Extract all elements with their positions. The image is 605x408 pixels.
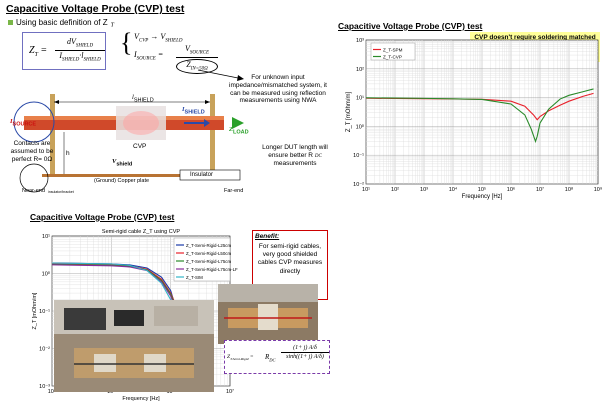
- z-load-label: ZLOAD: [229, 126, 249, 136]
- zt-equation-box: ZT = dVSHIELD ISHIELD·lSHIELD: [22, 32, 106, 70]
- x-tick-label: 10⁹: [594, 186, 602, 193]
- y-tick-label: 10⁻¹: [39, 309, 50, 315]
- h-label: h: [66, 150, 70, 157]
- bracket-label: insulator/bracket: [48, 190, 74, 194]
- bullet-zt: T: [110, 22, 114, 29]
- insulator-block: [179, 169, 241, 181]
- x-axis-label: Frequency [Hz]: [462, 194, 503, 200]
- photo-right: [218, 284, 318, 344]
- photo-left: [54, 300, 214, 392]
- y-tick-label: 10⁰: [356, 123, 365, 130]
- legend-entry: Z_T-Semi-Rigid-L25cm: [186, 243, 231, 248]
- x-tick-label: 10⁸: [565, 186, 573, 193]
- legend-box: [370, 42, 416, 61]
- x-tick-label: 10⁷: [226, 388, 234, 395]
- far-end-label: Far-end: [224, 188, 244, 194]
- bullet-square-icon: [8, 20, 13, 26]
- x-tick-label: 10¹: [362, 187, 370, 193]
- x-tick-label: 10⁵: [478, 186, 486, 193]
- z-load-arrow-icon: [232, 117, 244, 129]
- series-line-3: [51, 264, 182, 323]
- y-tick-label: 10⁻²: [39, 347, 50, 353]
- y-tick-label: 10¹: [356, 96, 364, 102]
- isource-equation: ISOURCE =: [134, 50, 164, 62]
- x-tick-label: 10³: [420, 187, 428, 193]
- i-shield-label: ISHIELD: [182, 106, 205, 116]
- x-tick-label: 10⁷: [536, 186, 544, 193]
- zt-equation: ZT =: [29, 45, 48, 58]
- y-tick-label: 10⁰: [42, 271, 51, 278]
- chart-title: Semi-rigid cable Z_T using CVP: [102, 229, 180, 235]
- y-axis-label: Z_T [mOhm/m]: [346, 92, 352, 133]
- l-shield-label: lSHIELD: [132, 94, 154, 104]
- x-tick-label: 10⁶: [507, 186, 515, 193]
- ground-plate: [42, 174, 222, 177]
- slide2-title: Capacitive Voltage Probe (CVP) test: [338, 21, 483, 31]
- vcvp-equation: VCVP → VSHIELD: [134, 32, 183, 44]
- y-tick-label: 10²: [356, 67, 364, 73]
- x-tick-label: 10⁴: [449, 186, 458, 193]
- y-axis-label: Z_T [mOhm/m]: [32, 292, 38, 329]
- cvp-setup-diagram: [13, 94, 244, 193]
- i-source-label: ISOURCE: [10, 118, 37, 128]
- y-tick-label: 10⁻¹: [353, 153, 364, 159]
- v-shield-label: Vshield: [112, 158, 133, 168]
- near-end-circle: [13, 101, 55, 143]
- copper-plate-photo: [74, 348, 194, 378]
- near-end-label: Near-end: [22, 188, 45, 194]
- cvp-label: CVP: [133, 143, 147, 150]
- longer-dut-note: Longer DUT length will ensure better R D…: [262, 144, 328, 167]
- legend-entry: Z_T-Semi-Rigid-L75cm: [186, 259, 231, 264]
- ground-plate-label: (Ground) Copper plate: [94, 178, 150, 184]
- series-line-1: [365, 88, 594, 144]
- left-post: [50, 94, 55, 174]
- isource-fraction: VSOURCE ZIN=50Ω: [176, 44, 218, 75]
- y-tick-label: 10⁻³: [39, 384, 50, 390]
- y-tick-label: 10⁻²: [353, 182, 364, 188]
- system-brace: {: [120, 28, 133, 57]
- zt-fraction: dVSHIELD ISHIELD·lSHIELD: [55, 37, 105, 64]
- unknown-arrow: [197, 69, 244, 81]
- unknown-impedance-note: For unknown input impedance/mismatched s…: [229, 74, 327, 105]
- legend-entry: Z_T-Semi-Rigid-L75cm-LF: [186, 267, 238, 272]
- legend-entry: Z_T-CVP: [383, 54, 402, 59]
- contacts-note: Contacts are assumed to be perfect R= 0Ω: [10, 140, 54, 163]
- legend-entry: Z_T-Semi-Rigid-L50cm: [186, 251, 231, 256]
- x-axis-label: Frequency [Hz]: [122, 396, 160, 402]
- instrument-icon: [64, 308, 106, 330]
- slide1-title: Capacitive Voltage Probe (CVP) test: [6, 3, 185, 15]
- legend-entry: Z_T-SPM: [383, 47, 403, 52]
- legend-entry: Z_T-SIM: [186, 275, 203, 280]
- x-tick-label: 10²: [391, 187, 399, 193]
- slide3-title: Capacitive Voltage Probe (CVP) test: [30, 212, 175, 222]
- x-tick-label: 10⁴: [48, 388, 57, 395]
- insulator-label: Insulator: [190, 172, 214, 178]
- chart-rg58-zt: 10¹ 10² 10³ 10⁴ 10⁵ 10⁶ 10⁷ 10⁸ 10⁹ 10⁻² 10⁻¹ 10⁰ 10…: [346, 38, 602, 200]
- y-tick-label: 10³: [356, 38, 364, 44]
- y-tick-label: 10¹: [42, 234, 50, 240]
- semirigid-formula: ZT-Semi-Rigid = RDC (1+ j) A/δ sinh((1+ …: [224, 340, 330, 374]
- right-post: [210, 94, 215, 174]
- i-shield-arrow-icon: [204, 119, 210, 127]
- near-end-bottom-circle: [19, 163, 49, 193]
